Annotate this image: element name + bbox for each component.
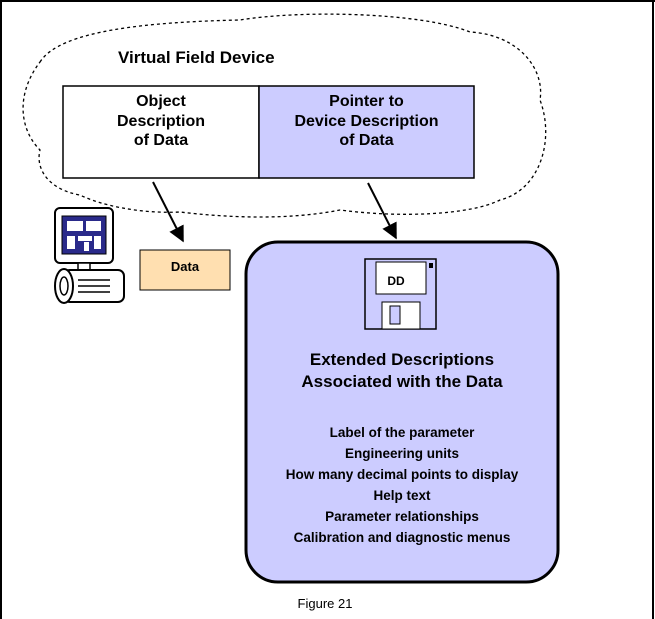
field-device-icon bbox=[54, 207, 125, 304]
pointer-box bbox=[258, 85, 475, 179]
arrow-object-to-data bbox=[152, 181, 184, 243]
object-description-line: Description bbox=[116, 112, 205, 130]
object-description-line: Object bbox=[136, 93, 186, 110]
frame-left-border bbox=[0, 0, 2, 619]
disk-label: DD bbox=[387, 274, 405, 288]
object-description-line: of Data bbox=[133, 132, 189, 150]
data-box bbox=[139, 249, 231, 291]
pointer-description-text: Pointer to Device Description of Data bbox=[259, 92, 474, 151]
extended-title-line: Extended Descriptions bbox=[309, 350, 495, 369]
figure-caption: Figure 21 bbox=[297, 596, 353, 611]
virtual-field-device-title: Virtual Field Device bbox=[118, 48, 275, 67]
detail-item: Parameter relationships bbox=[325, 509, 479, 524]
detail-item: Engineering units bbox=[344, 446, 459, 461]
frame-right-border bbox=[652, 0, 654, 619]
object-description-text: Object Description of Data bbox=[63, 92, 259, 151]
pointer-description-line: of Data bbox=[339, 132, 394, 150]
virtual-field-device-cloud bbox=[22, 13, 547, 218]
detail-item: Help text bbox=[373, 488, 431, 503]
pointer-description-line: Pointer to bbox=[329, 93, 404, 110]
floppy-disk-icon bbox=[364, 258, 437, 330]
pointer-description-line: Device Description bbox=[294, 112, 439, 130]
frame-top-border bbox=[0, 0, 655, 2]
extended-descriptions-box bbox=[244, 240, 560, 584]
extended-descriptions-title: Extended Descriptions Associated with th… bbox=[252, 349, 552, 393]
detail-item: Calibration and diagnostic menus bbox=[293, 530, 511, 545]
arrow-pointer-to-descriptions bbox=[367, 182, 397, 240]
detail-item: How many decimal points to display bbox=[285, 467, 519, 482]
data-box-label: Data bbox=[170, 259, 200, 274]
detail-item: Label of the parameter bbox=[329, 425, 475, 440]
extended-title-line: Associated with the Data bbox=[301, 371, 503, 391]
